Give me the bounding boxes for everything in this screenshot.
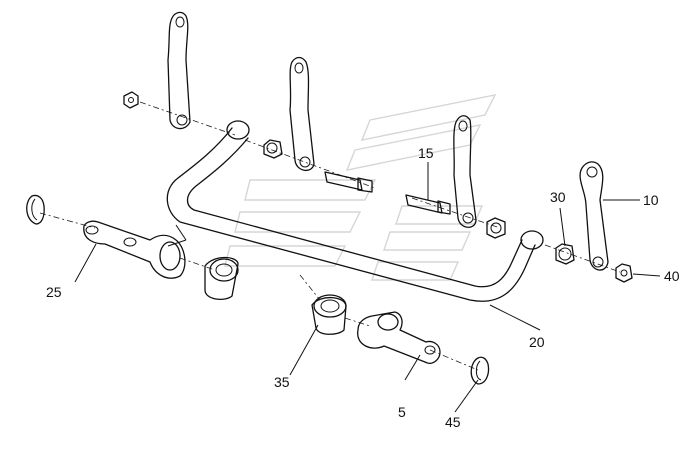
mount-link-15 — [405, 115, 506, 239]
callout-45: 45 — [445, 414, 461, 430]
snap-ring-45 — [470, 356, 490, 385]
left-bushing — [204, 256, 239, 301]
watermark-logo — [224, 94, 497, 281]
leader-lines — [74, 162, 661, 413]
nut-40 — [615, 263, 633, 283]
bushing-30 — [555, 243, 575, 265]
callout-35: 35 — [274, 374, 290, 390]
left-link-arm — [83, 220, 186, 279]
callout-40: 40 — [664, 268, 680, 284]
stabilizer-bar — [166, 120, 544, 302]
callout-25: 25 — [46, 284, 62, 300]
left-snap-ring — [26, 194, 45, 225]
mount-link-left — [123, 11, 191, 130]
callout-30: 30 — [550, 189, 566, 205]
callout-labels: 5 10 15 20 25 30 35 40 45 — [46, 145, 680, 430]
callout-20: 20 — [529, 334, 545, 350]
callout-15: 15 — [418, 145, 434, 161]
callout-5: 5 — [398, 404, 406, 420]
link-arm-5 — [357, 311, 441, 364]
axis-lines — [39, 101, 621, 371]
callout-10: 10 — [643, 192, 659, 208]
bushing-35 — [311, 294, 347, 335]
mount-link-center — [263, 56, 373, 193]
mount-link-10 — [579, 161, 609, 271]
